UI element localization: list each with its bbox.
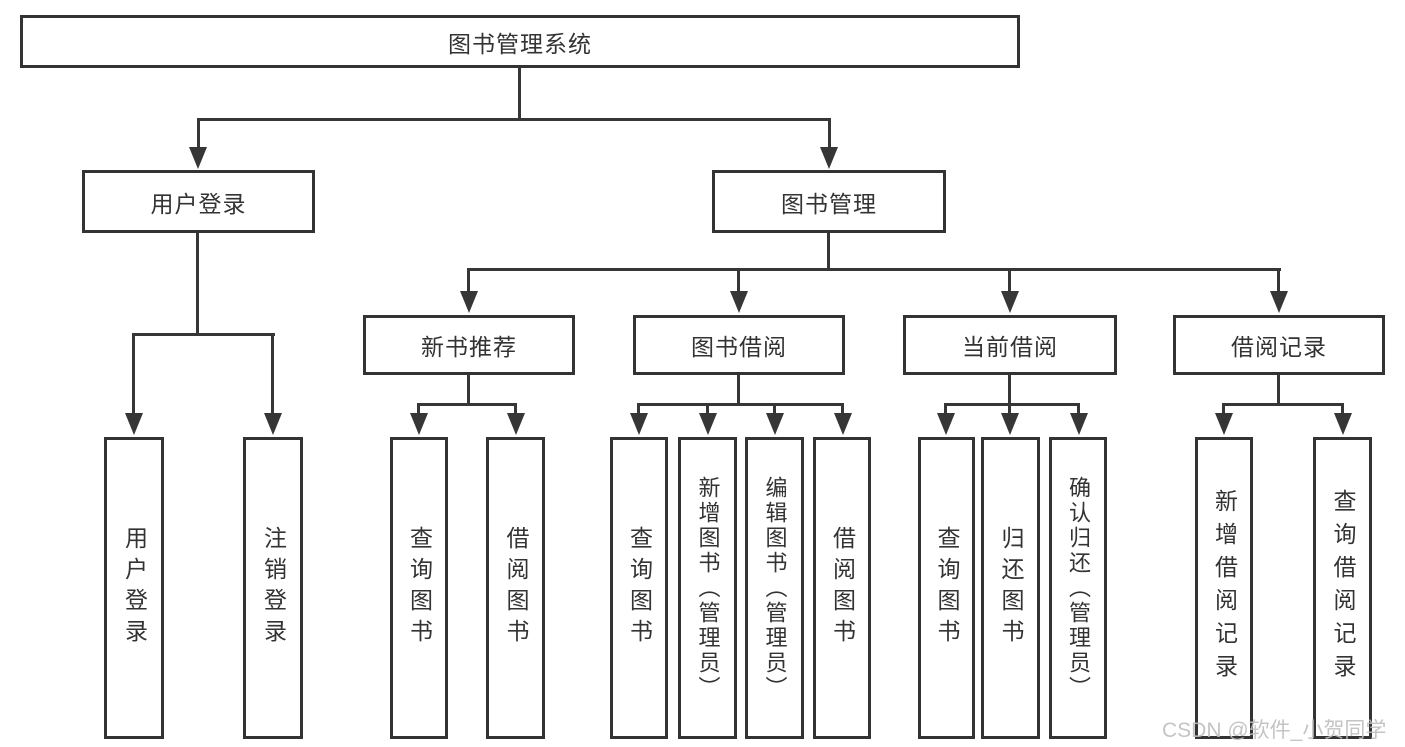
connector-line [417,403,517,406]
connector-line [1077,403,1080,414]
leaf-confirm-return-admin-label: 确认归还（管理员） [1066,475,1091,701]
leaf-borrow-books: 借阅图书 [813,437,871,739]
connector-line [706,403,709,414]
connector-line [637,403,640,414]
connector-line [1222,403,1344,406]
leaf-return-books-label: 归还图书 [998,526,1024,650]
connector-line [1222,403,1225,414]
node-root-label: 图书管理系统 [448,30,592,57]
arrowhead-icon [1270,291,1288,313]
leaf-edit-books-admin-label: 编辑图书（管理员） [762,475,788,701]
connector-line [773,403,776,414]
arrowhead-icon [410,413,428,435]
node-borrow-records-label: 借阅记录 [1231,334,1327,360]
connector-line [841,403,844,414]
leaf-recommend-borrow-books: 借阅图书 [486,437,545,739]
arrowhead-icon [730,291,748,313]
leaf-borrow-books-label: 借阅图书 [829,526,856,650]
arrowhead-icon [1334,413,1352,435]
connector-line [1277,268,1280,293]
leaf-current-query-books-label: 查询图书 [934,526,960,650]
leaf-confirm-return-admin: 确认归还（管理员） [1049,437,1107,739]
node-root: 图书管理系统 [20,15,1020,68]
connector-line [944,403,1080,406]
connector-line [417,403,420,414]
connector-line [467,268,470,293]
node-current-borrow: 当前借阅 [903,315,1117,375]
leaf-query-borrow-record-label: 查询借阅记录 [1330,489,1356,687]
leaf-add-borrow-record: 新增借阅记录 [1195,437,1253,739]
connector-line [737,268,740,293]
leaf-add-borrow-record-label: 新增借阅记录 [1211,489,1238,687]
arrowhead-icon [937,413,955,435]
connector-line [196,233,199,336]
node-current-borrow-label: 当前借阅 [962,334,1058,360]
arrowhead-icon [189,147,207,169]
leaf-recommend-query-books-label: 查询图书 [406,526,433,650]
node-book-management: 图书管理 [712,170,946,233]
connector-line [518,68,521,120]
node-new-book-recommend: 新书推荐 [363,315,575,375]
leaf-current-query-books: 查询图书 [918,437,975,739]
connector-line [197,118,200,148]
node-user-login-label: 用户登录 [150,190,247,217]
connector-line [271,333,274,415]
node-new-book-recommend-label: 新书推荐 [421,334,517,360]
connector-line [514,403,517,414]
leaf-return-books: 归还图书 [981,437,1040,739]
leaf-recommend-borrow-books-label: 借阅图书 [503,526,529,650]
leaf-user-login: 用户登录 [104,437,164,739]
arrowhead-icon [820,147,838,169]
connector-line [1008,403,1011,414]
connector-line [827,233,830,271]
connector-line [132,333,275,336]
leaf-recommend-query-books: 查询图书 [390,437,448,739]
connector-line [132,333,135,415]
leaf-logout: 注销登录 [243,437,303,739]
arrowhead-icon [834,413,852,435]
arrowhead-icon [630,413,648,435]
node-borrow-records: 借阅记录 [1173,315,1385,375]
node-book-borrow: 图书借阅 [633,315,845,375]
connector-line [467,375,470,406]
connector-line [1008,375,1011,406]
connector-line [1277,375,1280,406]
arrowhead-icon [125,413,143,435]
leaf-borrow-query-books-label: 查询图书 [626,526,653,650]
connector-line [1008,268,1011,293]
leaf-logout-label: 注销登录 [260,526,287,650]
arrowhead-icon [507,413,525,435]
node-book-borrow-label: 图书借阅 [691,334,787,360]
connector-line [944,403,947,414]
arrowhead-icon [1001,413,1019,435]
arrowhead-icon [1001,291,1019,313]
connector-line [637,403,844,406]
node-user-login: 用户登录 [82,170,315,233]
leaf-edit-books-admin: 编辑图书（管理员） [745,437,804,739]
leaf-query-borrow-record: 查询借阅记录 [1313,437,1372,739]
leaf-user-login-label: 用户登录 [121,526,148,650]
node-book-management-label: 图书管理 [781,190,877,217]
leaf-add-books-admin-label: 新增图书（管理员） [695,475,721,701]
leaf-borrow-query-books: 查询图书 [610,437,668,739]
connector-line [828,118,831,148]
connector-line [737,375,740,406]
arrowhead-icon [1070,413,1088,435]
arrowhead-icon [1215,413,1233,435]
connector-line [467,268,1281,271]
leaf-add-books-admin: 新增图书（管理员） [678,437,737,739]
arrowhead-icon [460,291,478,313]
arrowhead-icon [264,413,282,435]
arrowhead-icon [699,413,717,435]
arrowhead-icon [766,413,784,435]
connector-line [1341,403,1344,414]
csdn-watermark: CSDN @软件_小贺同学 [1162,719,1387,742]
connector-line [197,118,831,121]
